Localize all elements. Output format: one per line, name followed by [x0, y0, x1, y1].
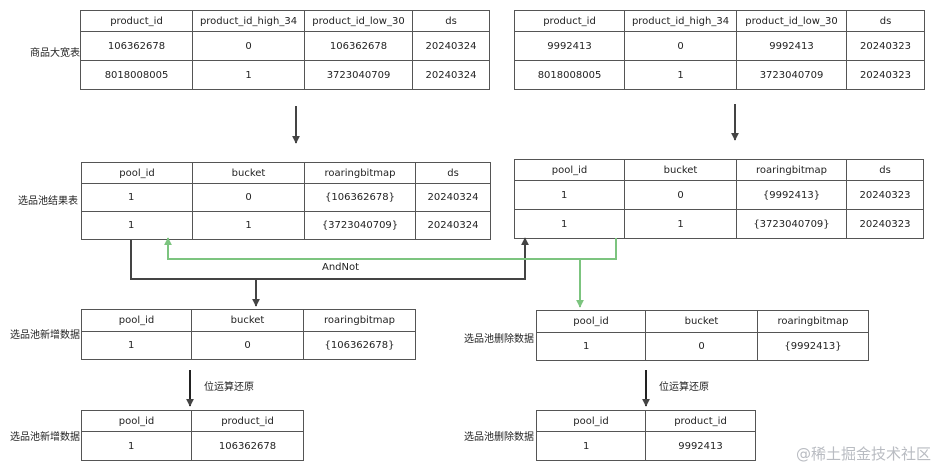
- table-cell: 1: [624, 209, 737, 239]
- table-row: 1 0 {106362678} 20240324: [81, 183, 491, 212]
- table-cell: 1: [81, 211, 193, 240]
- table-cell: {106362678}: [303, 331, 416, 360]
- table-header-row: pool_id bucket roaringbitmap: [536, 310, 869, 333]
- table-cell: 106362678: [304, 31, 413, 61]
- table-cell: 1: [81, 183, 193, 212]
- arrow-andnot-green-to-left: [164, 237, 617, 260]
- table-row: 1 1 {3723040709} 20240324: [81, 211, 491, 240]
- table-cell: {9992413}: [757, 332, 869, 361]
- watermark: @稀土掘金技术社区: [795, 445, 931, 463]
- table-cell: 1: [81, 331, 192, 360]
- table-cell: 0: [192, 183, 305, 212]
- table-cell: 20240323: [846, 60, 925, 90]
- table-cell: 3723040709: [304, 60, 413, 90]
- table-cell: 1: [536, 431, 646, 461]
- pool-result-label: 选品池结果表: [18, 196, 78, 207]
- table-row: 1 9992413: [536, 431, 756, 461]
- table-cell: {106362678}: [304, 183, 416, 212]
- wide-table-right: product_id product_id_high_34 product_id…: [514, 10, 925, 90]
- pool-delete-result-label: 选品池删除数据: [464, 432, 534, 443]
- pool-delete-label: 选品池删除数据: [464, 334, 534, 345]
- delete-result-table: pool_id product_id 1 9992413: [536, 410, 756, 461]
- pool-add-result-label: 选品池新增数据: [10, 432, 80, 443]
- pool-table-right: pool_id bucket roaringbitmap ds 1 0 {999…: [514, 159, 924, 239]
- table-cell: 20240324: [415, 211, 491, 240]
- wide-table-left: product_id product_id_high_34 product_id…: [80, 10, 490, 90]
- table-cell: 3723040709: [736, 60, 847, 90]
- table-cell: 20240324: [415, 183, 491, 212]
- table-row: 1 1 {3723040709} 20240323: [514, 209, 924, 239]
- table-row: 1 106362678: [81, 431, 304, 461]
- table-cell: 9992413: [645, 431, 756, 461]
- andnot-label: AndNot: [322, 262, 360, 273]
- add-result-table: pool_id product_id 1 106362678: [81, 410, 304, 461]
- table-cell: 20240323: [846, 209, 924, 239]
- table-row: 9992413 0 9992413 20240323: [514, 31, 925, 61]
- table-header-row: pool_id bucket roaringbitmap ds: [81, 162, 491, 184]
- table-cell: 1: [81, 431, 192, 461]
- table-row: 1 0 {9992413}: [536, 332, 869, 361]
- pool-table-left: pool_id bucket roaringbitmap ds 1 0 {106…: [81, 162, 491, 240]
- table-cell: 0: [191, 331, 304, 360]
- table-cell: 0: [645, 332, 758, 361]
- table-cell: {3723040709}: [304, 211, 416, 240]
- table-row: 1 0 {106362678}: [81, 331, 416, 360]
- table-cell: 8018008005: [80, 60, 193, 90]
- delete-bitmap-table: pool_id bucket roaringbitmap 1 0 {999241…: [536, 310, 869, 361]
- add-bitmap-table: pool_id bucket roaringbitmap 1 0 {106362…: [81, 309, 416, 360]
- table-cell: 8018008005: [514, 60, 625, 90]
- pool-add-label: 选品池新增数据: [10, 330, 80, 341]
- table-row: 1 0 {9992413} 20240323: [514, 180, 924, 210]
- table-cell: 0: [624, 31, 737, 61]
- table-cell: 106362678: [191, 431, 304, 461]
- table-cell: 20240324: [412, 31, 490, 61]
- bitop-left-label: 位运算还原: [204, 382, 254, 393]
- table-row: 106362678 0 106362678 20240324: [80, 31, 490, 61]
- table-cell: 20240324: [412, 60, 490, 90]
- table-cell: 1: [192, 60, 305, 90]
- wide-table-label: 商品大宽表: [30, 48, 80, 59]
- table-header-row: pool_id product_id: [81, 410, 304, 432]
- table-row: 8018008005 1 3723040709 20240323: [514, 60, 925, 90]
- table-cell: 9992413: [514, 31, 625, 61]
- table-row: 8018008005 1 3723040709 20240324: [80, 60, 490, 90]
- table-cell: 1: [536, 332, 646, 361]
- table-cell: 1: [514, 180, 625, 210]
- table-header-row: product_id product_id_high_34 product_id…: [514, 10, 925, 32]
- bitop-right-label: 位运算还原: [659, 382, 709, 393]
- table-cell: 20240323: [846, 31, 925, 61]
- table-cell: {3723040709}: [736, 209, 847, 239]
- table-cell: 1: [624, 60, 737, 90]
- table-cell: 1: [192, 211, 305, 240]
- table-header-row: pool_id bucket roaringbitmap: [81, 309, 416, 332]
